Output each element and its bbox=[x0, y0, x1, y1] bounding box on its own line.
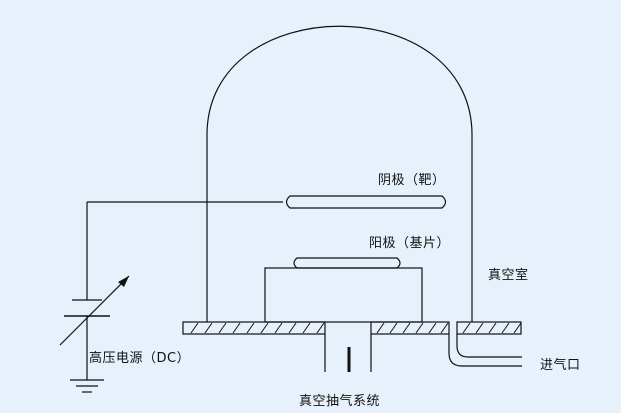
pump-system-label: 真空抽气系统 bbox=[299, 394, 381, 409]
cathode-label: 阴极（靶） bbox=[378, 173, 446, 188]
anode-label: 阳极（基片） bbox=[369, 236, 451, 251]
vacuum-chamber-dome bbox=[206, 25, 473, 322]
chamber-label: 真空室 bbox=[488, 268, 529, 283]
anode-stand bbox=[264, 267, 423, 323]
variable-arrow bbox=[59, 275, 130, 346]
base-plate-hatching bbox=[190, 322, 522, 334]
ground-symbol bbox=[70, 379, 104, 393]
base-plate-right bbox=[370, 321, 450, 335]
base-plate-left bbox=[182, 321, 326, 335]
variable-arrow-head bbox=[118, 276, 129, 287]
gas-inlet-pipe bbox=[448, 334, 522, 367]
gas-inlet-label: 进气口 bbox=[540, 358, 581, 373]
anode-substrate bbox=[293, 257, 401, 269]
base-plate-gas bbox=[456, 321, 522, 335]
power-supply-label: 高压电源（DC） bbox=[89, 351, 191, 366]
cathode-target bbox=[285, 195, 447, 209]
